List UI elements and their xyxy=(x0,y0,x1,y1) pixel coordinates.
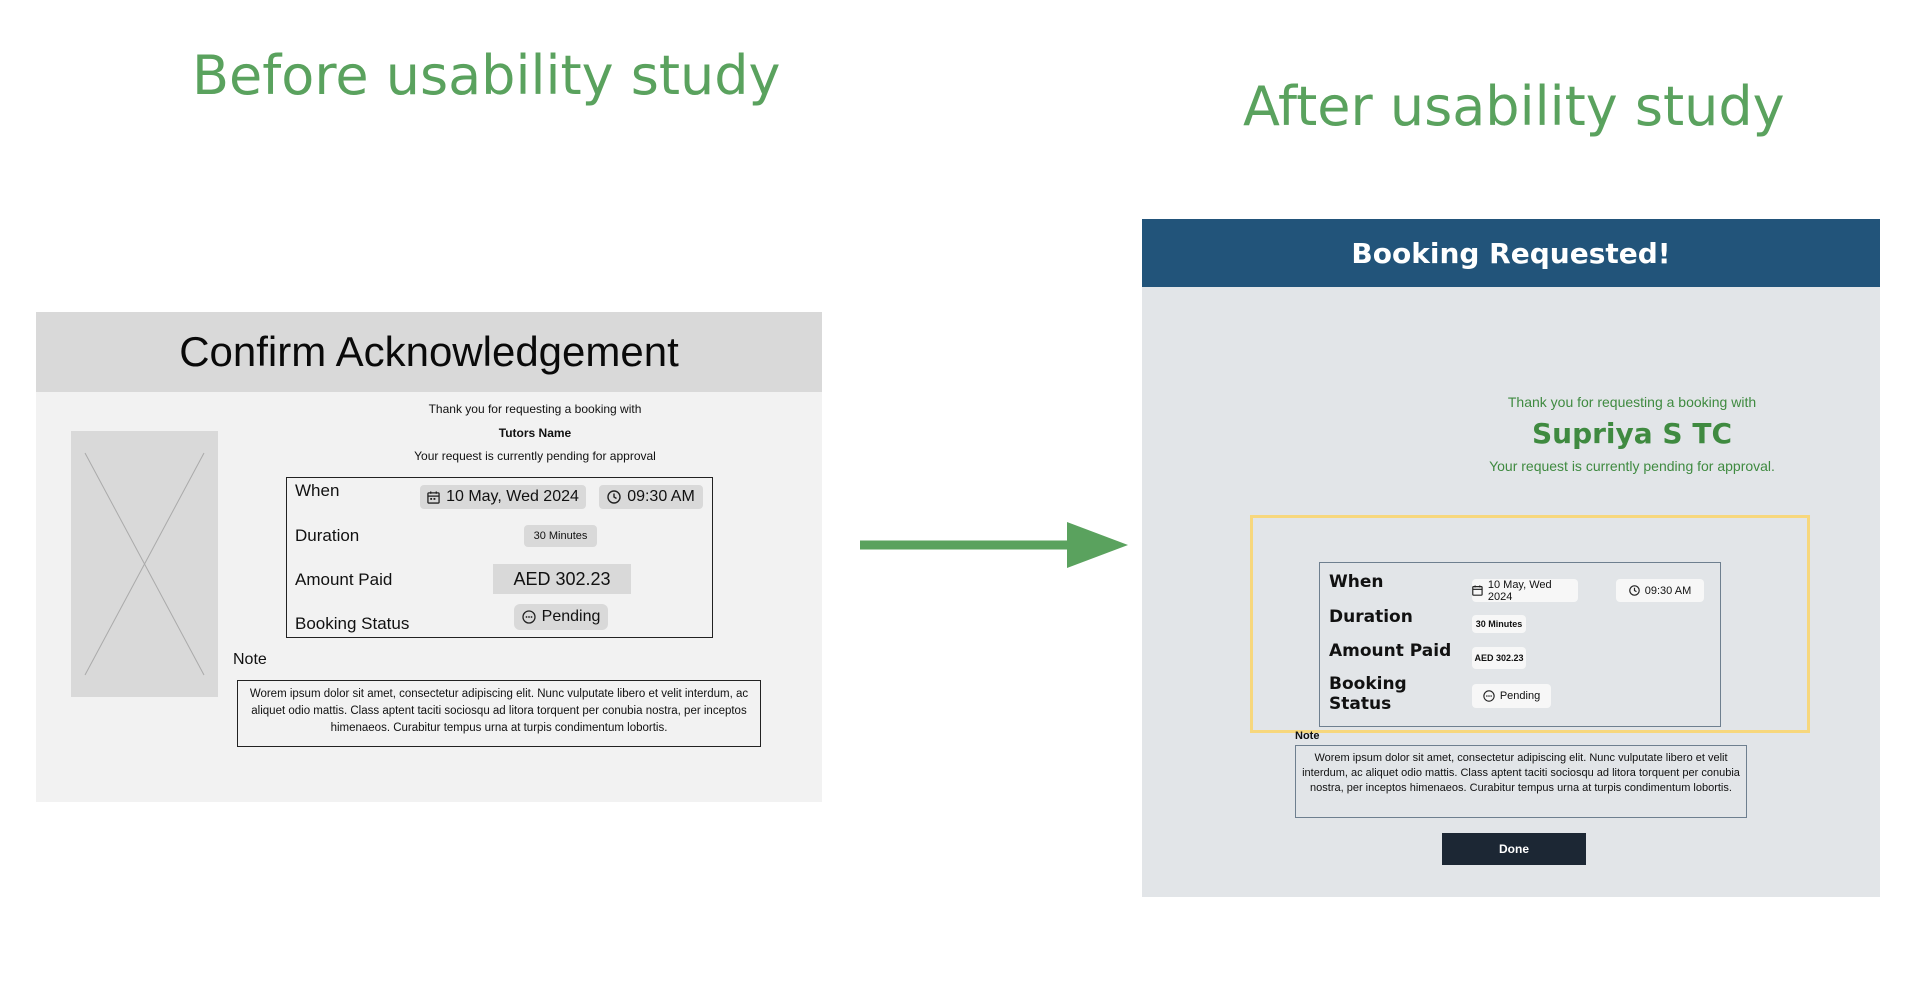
thanks-text: Thank you for requesting a booking with xyxy=(1507,394,1757,410)
date-chip: 10 May, Wed 2024 xyxy=(420,485,586,509)
amount-paid-label: Amount Paid xyxy=(295,570,393,589)
amount-value: AED 302.23 xyxy=(513,568,611,589)
calendar-icon xyxy=(1472,585,1483,596)
time-value: 09:30 AM xyxy=(627,488,695,505)
thanks-text: Thank you for requesting a booking with xyxy=(428,402,642,416)
tutor-name: Tutors Name xyxy=(498,426,572,440)
clock-icon xyxy=(1628,585,1640,596)
when-label: When xyxy=(295,481,340,500)
clock-icon xyxy=(607,490,621,504)
status-chip: Pending xyxy=(514,604,608,630)
amount-value: AED 302.23 xyxy=(1474,653,1524,663)
when-label: When xyxy=(1329,572,1384,592)
after-heading: After usability study xyxy=(1243,75,1785,138)
tutor-name: Supriya S TC xyxy=(1531,417,1732,450)
before-title-bar: Confirm Acknowledgement xyxy=(36,312,822,392)
arrow-right-icon xyxy=(860,522,1128,568)
date-chip[interactable]: 10 May, Wed 2024 xyxy=(1472,578,1578,603)
note-label: Note xyxy=(233,651,267,668)
pending-icon xyxy=(521,610,536,624)
pending-text: Your request is currently pending for ap… xyxy=(1489,458,1775,474)
highlight-frame xyxy=(1250,515,1810,733)
duration-value: 30 Minutes xyxy=(1475,619,1523,629)
before-wireframe: Confirm Acknowledgement Thank you for re… xyxy=(36,312,822,802)
time-chip[interactable]: 09:30 AM xyxy=(1616,579,1704,602)
duration-label: Duration xyxy=(1329,607,1413,627)
done-button[interactable]: Done xyxy=(1442,833,1586,865)
status-value: Pending xyxy=(541,608,601,625)
duration-chip: 30 Minutes xyxy=(524,525,597,547)
pending-icon xyxy=(1483,690,1495,702)
note-box: Worem ipsum dolor sit amet, consectetur … xyxy=(1295,745,1747,818)
booking-details-box: When 10 May, Wed 2024 09:30 AM Duration … xyxy=(286,477,713,638)
before-heading: Before usability study xyxy=(192,44,781,107)
booking-status-label: Booking Status xyxy=(1329,674,1407,714)
time-value: 09:30 AM xyxy=(1644,584,1692,597)
booking-details-box: When 10 May, Wed 2024 09:30 AM Duration … xyxy=(1319,562,1721,727)
amount-chip: AED 302.23 xyxy=(493,564,631,594)
status-value: Pending xyxy=(1499,690,1541,702)
duration-chip: 30 Minutes xyxy=(1472,615,1526,633)
amount-paid-label: Amount Paid xyxy=(1329,641,1452,661)
note-label: Note xyxy=(1295,730,1320,742)
booking-status-label: Booking Status xyxy=(295,614,410,633)
image-placeholder-icon xyxy=(71,431,218,697)
after-title: Booking Requested! xyxy=(1351,236,1671,270)
note-box: Worem ipsum dolor sit amet, consectetur … xyxy=(237,680,761,747)
amount-chip: AED 302.23 xyxy=(1472,647,1526,669)
after-screen: Booking Requested! Thank you for request… xyxy=(1142,219,1880,897)
duration-label: Duration xyxy=(295,526,360,545)
status-chip: Pending xyxy=(1472,684,1551,708)
calendar-icon xyxy=(427,490,440,504)
duration-value: 30 Minutes xyxy=(533,530,588,542)
pending-text: Your request is currently pending for ap… xyxy=(414,449,656,463)
before-title: Confirm Acknowledgement xyxy=(179,328,679,375)
date-value: 10 May, Wed 2024 xyxy=(1487,578,1552,603)
after-title-bar: Booking Requested! xyxy=(1142,219,1880,287)
date-value: 10 May, Wed 2024 xyxy=(446,488,579,505)
time-chip: 09:30 AM xyxy=(599,485,703,509)
